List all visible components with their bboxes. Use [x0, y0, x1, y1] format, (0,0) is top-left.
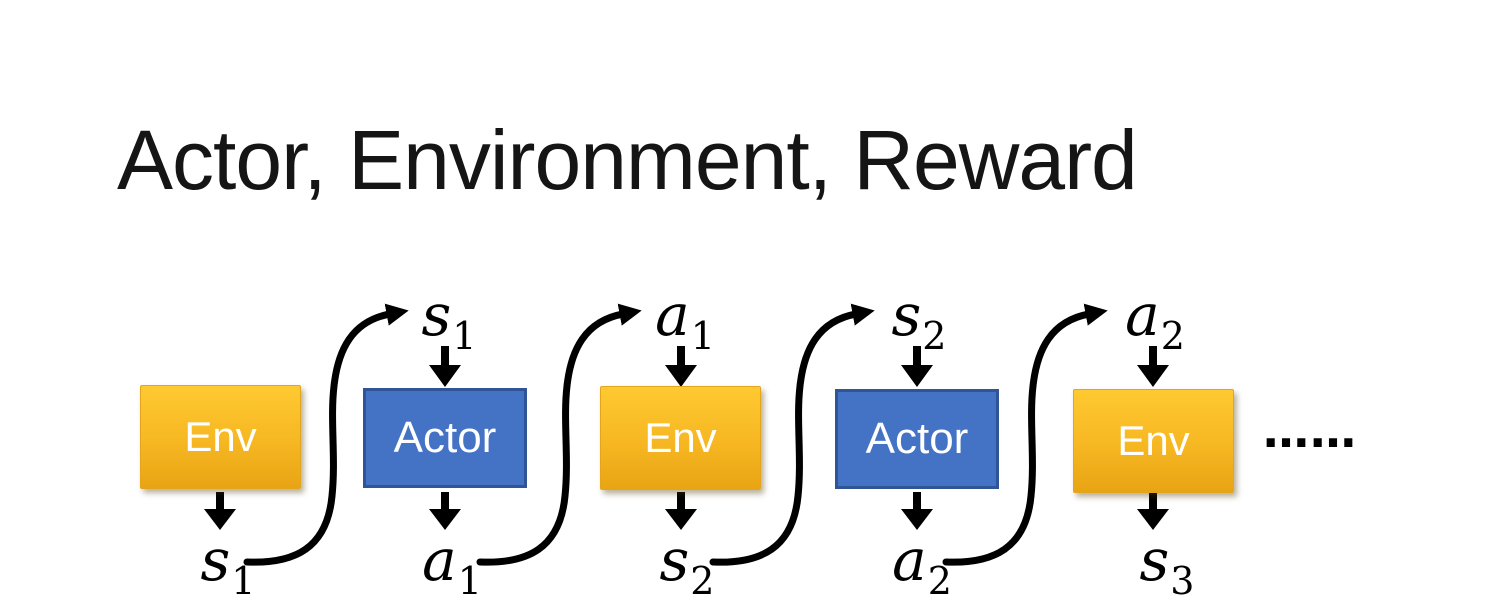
bottom-label-a2-base: a — [892, 526, 927, 594]
actor-box-1-label: Actor — [393, 413, 497, 462]
top-label-s2-sub: 2 — [922, 314, 947, 358]
top-label-a2-base: a — [1125, 281, 1160, 349]
continuation-ellipsis: …… — [1263, 404, 1357, 458]
bottom-label-s3-sub: 3 — [1170, 559, 1195, 603]
down-arrow-out-env1-icon — [204, 492, 236, 530]
bottom-label-s3: s3 — [1112, 530, 1222, 608]
down-arrow-out-actor2-icon — [901, 492, 933, 530]
bottom-label-s1-sub: 1 — [231, 559, 256, 603]
bottom-label-a1-base: a — [422, 526, 457, 594]
bottom-label-a2: a2 — [867, 530, 977, 608]
bottom-label-a2-sub: 2 — [927, 559, 952, 603]
top-label-s1-base: s — [421, 281, 452, 349]
env-box-1-label: Env — [184, 413, 257, 460]
top-label-s2: s2 — [864, 285, 974, 366]
actor-box-1: Actor — [363, 388, 527, 488]
actor-box-2-label: Actor — [865, 414, 969, 463]
down-arrow-out-env3-icon — [1137, 492, 1169, 530]
actor-box-2: Actor — [835, 389, 999, 489]
top-label-a2: a2 — [1100, 285, 1210, 366]
env-box-1: Env — [140, 385, 301, 489]
bottom-label-s3-base: s — [1139, 526, 1170, 594]
bottom-label-s2-base: s — [659, 526, 690, 594]
down-arrow-out-env2-icon — [665, 492, 697, 530]
down-arrow-out-actor1-icon — [429, 492, 461, 530]
bottom-label-s1-base: s — [200, 526, 231, 594]
env-box-2-label: Env — [644, 414, 717, 461]
slide-title: Actor, Environment, Reward — [117, 113, 1138, 207]
top-label-a1-sub: 1 — [690, 314, 715, 358]
env-box-3: Env — [1073, 389, 1234, 493]
env-box-3-label: Env — [1117, 417, 1190, 464]
bottom-label-s2-sub: 2 — [690, 559, 715, 603]
top-label-a1: a1 — [630, 285, 740, 366]
bottom-label-s2: s2 — [632, 530, 742, 608]
env-box-2: Env — [600, 386, 761, 490]
top-label-a1-base: a — [655, 281, 690, 349]
bottom-label-a1: a1 — [397, 530, 507, 608]
bottom-label-a1-sub: 1 — [457, 559, 482, 603]
top-label-s2-base: s — [891, 281, 922, 349]
top-label-s1: s1 — [394, 285, 504, 366]
top-label-a2-sub: 2 — [1160, 314, 1185, 358]
top-label-s1-sub: 1 — [452, 314, 477, 358]
bottom-label-s1: s1 — [173, 530, 283, 608]
